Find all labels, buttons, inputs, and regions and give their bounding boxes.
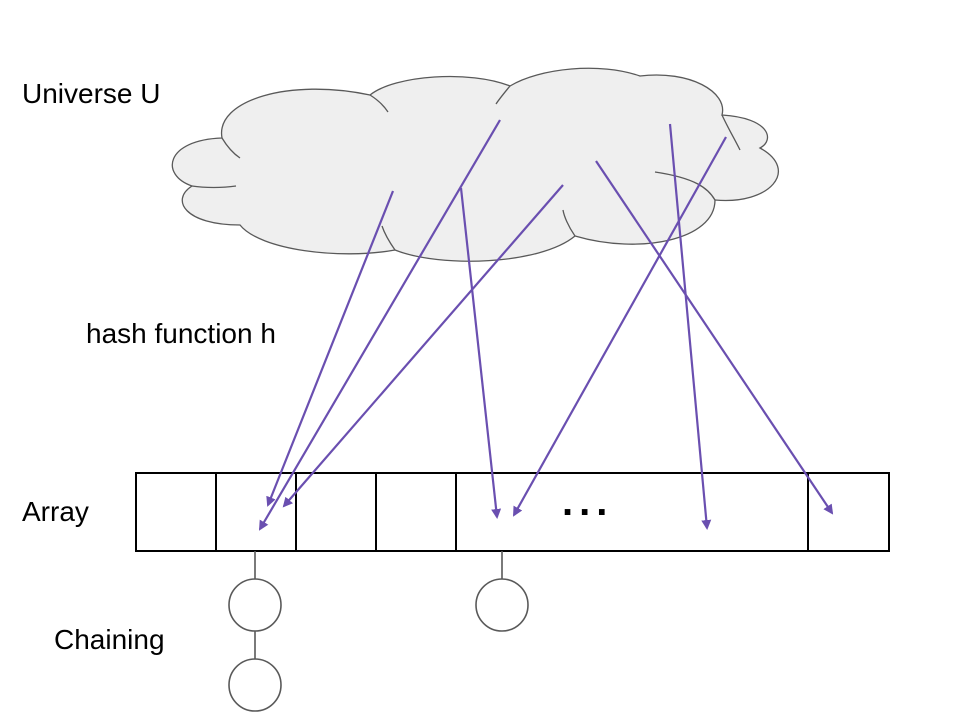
array-label: Array [22, 496, 89, 527]
hash-arrow [459, 187, 502, 519]
chain-node [475, 578, 529, 632]
hash-arrow [595, 160, 834, 515]
hash-arrow [513, 136, 727, 517]
array: ... [135, 472, 890, 552]
array-outline [135, 472, 890, 552]
chaining-label: Chaining [54, 624, 165, 655]
hash-arrow [266, 190, 395, 507]
chain-node [228, 578, 282, 632]
hash-arrows [258, 119, 834, 531]
hash-arrow [668, 123, 712, 530]
array-ellipsis: ... [562, 480, 613, 524]
hash-arrow [282, 184, 564, 508]
universe-cloud [171, 67, 779, 262]
universe-label: Universe U [22, 78, 160, 109]
chains [228, 551, 529, 712]
chain-node [228, 658, 282, 712]
universe-cloud-shape [171, 67, 779, 262]
hash-function-label: hash function h [86, 318, 276, 349]
